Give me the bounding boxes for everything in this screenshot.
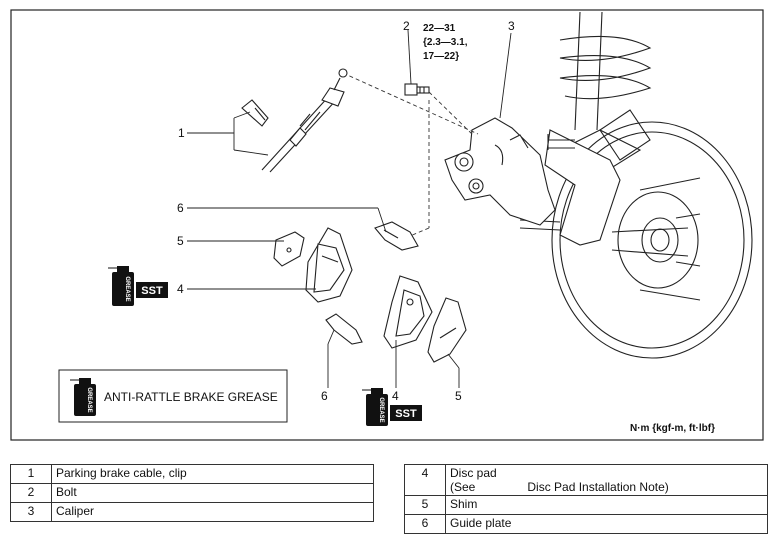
part-number: 1 — [10, 464, 52, 484]
table-row: 6 Guide plate — [404, 514, 768, 534]
brake-disc-assembly — [551, 121, 753, 359]
callout-4-upper: 4 — [177, 282, 184, 296]
sst-badge-upper: SST — [136, 282, 168, 298]
guide-plate-upper — [374, 221, 419, 251]
parts-table-right: 4 Disc pad (See Disc Pad Installation No… — [404, 464, 768, 534]
guide-plate-lower — [325, 313, 363, 345]
callout-6-lower: 6 — [321, 389, 328, 403]
grease-can-icon: GREASE — [108, 266, 134, 306]
part-number: 4 — [404, 464, 446, 496]
note-reference-link[interactable]: Disc Pad Installation Note) — [527, 480, 669, 494]
table-row: 5 Shim — [404, 495, 768, 515]
callout-6-upper: 6 — [177, 201, 184, 215]
part-name: Parking brake cable, clip — [51, 464, 374, 484]
grease-can-label: GREASE — [378, 397, 384, 422]
legend-text: ANTI-RATTLE BRAKE GREASE — [104, 390, 278, 404]
part-name: Caliper — [51, 502, 374, 522]
grease-can-icon: GREASE — [362, 388, 388, 426]
callout-1: 1 — [178, 126, 185, 140]
diagram-frame — [10, 9, 764, 441]
sst-badge-lower: SST — [390, 405, 422, 421]
parking-brake-cable — [241, 68, 348, 173]
units-note: N·m {kgf-m, ft·lbf} — [630, 423, 715, 434]
part-name: Shim — [445, 495, 768, 515]
callout-5-upper: 5 — [177, 234, 184, 248]
assembly-guide-lines — [342, 72, 479, 237]
caliper — [444, 117, 556, 226]
torque-spec-line3: 17—22} — [423, 51, 459, 62]
note-prefix: (See — [450, 480, 476, 494]
callout-4-lower: 4 — [392, 389, 399, 403]
part-name-disc-pad: Disc pad — [450, 466, 497, 480]
table-row: 1 Parking brake cable, clip — [10, 464, 374, 484]
parts-table-left: 1 Parking brake cable, clip 2 Bolt 3 Cal… — [10, 464, 374, 522]
leader-lines — [187, 29, 512, 388]
disc-pad-upper — [305, 227, 353, 303]
part-name: Guide plate — [445, 514, 768, 534]
grease-can-label: GREASE — [124, 276, 130, 301]
disc-pad-lower — [383, 275, 433, 349]
shim-lower — [427, 297, 467, 363]
table-row: 2 Bolt — [10, 483, 374, 503]
table-row: 4 Disc pad (See Disc Pad Installation No… — [404, 464, 768, 496]
part-name: Bolt — [51, 483, 374, 503]
bolt — [404, 83, 430, 96]
part-name: Disc pad (See Disc Pad Installation Note… — [445, 464, 768, 496]
part-number: 6 — [404, 514, 446, 534]
table-row: 3 Caliper — [10, 502, 374, 522]
callout-3: 3 — [508, 19, 515, 33]
torque-spec-line2: {2.3—3.1, — [423, 37, 468, 48]
legend-box: GREASE ANTI-RATTLE BRAKE GREASE — [58, 369, 288, 423]
sst-label-upper: SST — [141, 285, 163, 297]
part-number: 2 — [10, 483, 52, 503]
shim-upper — [273, 231, 305, 267]
installation-note-reference: (See Disc Pad Installation Note) — [450, 480, 763, 494]
torque-spec-line1: 22—31 — [423, 23, 456, 34]
part-number: 3 — [10, 502, 52, 522]
callout-5-lower: 5 — [455, 389, 462, 403]
callout-2: 2 — [403, 19, 410, 33]
part-number: 5 — [404, 495, 446, 515]
sst-label-lower: SST — [395, 408, 417, 420]
grease-can-label: GREASE — [86, 387, 92, 412]
grease-can-icon: GREASE — [70, 378, 96, 416]
